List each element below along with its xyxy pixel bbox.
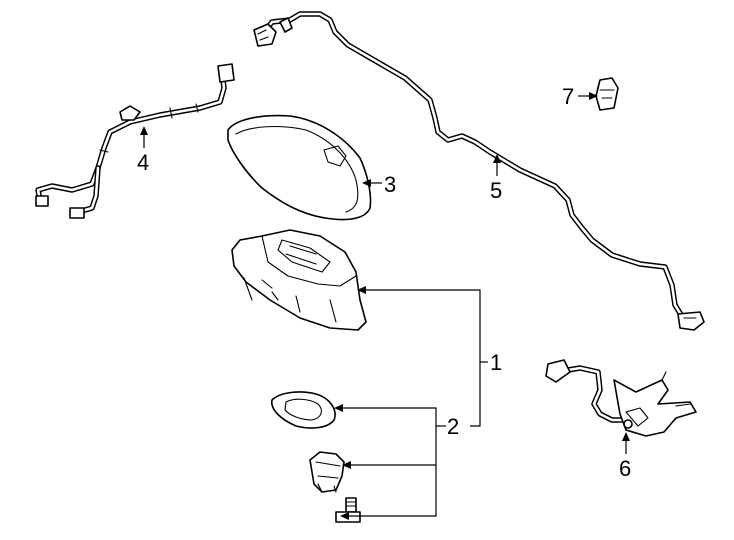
callout-4: 4: [137, 150, 149, 175]
antenna-cable-part-5[interactable]: [253, 11, 705, 331]
callout-2: 2: [447, 414, 459, 439]
antenna-assembly-part-1[interactable]: [231, 229, 367, 331]
connector-part-2[interactable]: [309, 451, 345, 493]
bracket-harness-part-6[interactable]: [545, 359, 697, 437]
antenna-cover-part-3[interactable]: [227, 114, 372, 221]
leader-lines: [140, 92, 630, 520]
gasket-part-2[interactable]: [271, 391, 336, 429]
antenna-harness-part-4[interactable]: [35, 63, 235, 219]
clip-part-7[interactable]: [595, 77, 619, 111]
callout-1: 1: [490, 350, 502, 375]
callout-3: 3: [384, 172, 396, 197]
callout-6: 6: [619, 456, 631, 481]
callout-7: 7: [562, 84, 574, 109]
callout-5: 5: [490, 178, 502, 203]
